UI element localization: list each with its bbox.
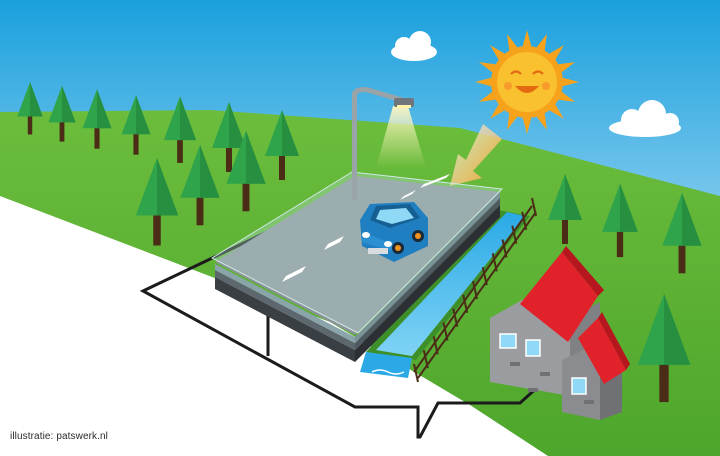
fence-post: [413, 363, 419, 383]
sun-ray: [507, 34, 518, 51]
cross-section-ground: [0, 196, 548, 456]
cloud-icon: [391, 31, 437, 61]
road-surface: [215, 176, 500, 335]
sun-ray: [522, 117, 532, 134]
fence-post: [462, 294, 469, 314]
fence: [413, 197, 537, 383]
power-cable: [139, 200, 542, 439]
solar-panel-layer: [210, 171, 504, 334]
sun-ray: [479, 91, 496, 102]
fence-post: [481, 266, 488, 286]
sun-ray: [479, 62, 496, 73]
fence-post: [501, 239, 508, 258]
sun-ray: [549, 104, 564, 119]
sun-ray: [558, 62, 575, 73]
fence-post: [442, 322, 449, 341]
sun-icon: [475, 30, 579, 134]
car-icon: [360, 202, 428, 262]
sun-ray: [562, 77, 579, 87]
sun-ray: [549, 45, 564, 60]
sun-ray: [522, 30, 532, 47]
cloud-icon: [609, 100, 681, 137]
fence-post: [472, 280, 478, 300]
fence-post: [511, 225, 518, 244]
fence-post: [491, 253, 498, 272]
sun-ray: [490, 45, 505, 60]
canal: [360, 210, 530, 381]
sun-ray: [536, 34, 547, 51]
fence-post: [521, 211, 528, 231]
sun-ray: [507, 113, 518, 130]
solar-road: [210, 171, 504, 362]
road-markings: [282, 174, 450, 282]
fence-post: [422, 349, 429, 369]
sun-ray: [475, 77, 492, 87]
fence-post: [432, 336, 439, 355]
sunlight-arrow-icon: [450, 124, 502, 186]
fence-post: [452, 308, 459, 327]
illustration-credit: illustratie: patswerk.nl: [10, 431, 108, 442]
street-lamp-icon: [351, 87, 426, 200]
house-icon: [490, 246, 630, 420]
sun-ray: [558, 91, 575, 102]
sun-ray: [536, 113, 547, 130]
fence-post: [531, 197, 537, 217]
sun-ray: [490, 104, 505, 119]
